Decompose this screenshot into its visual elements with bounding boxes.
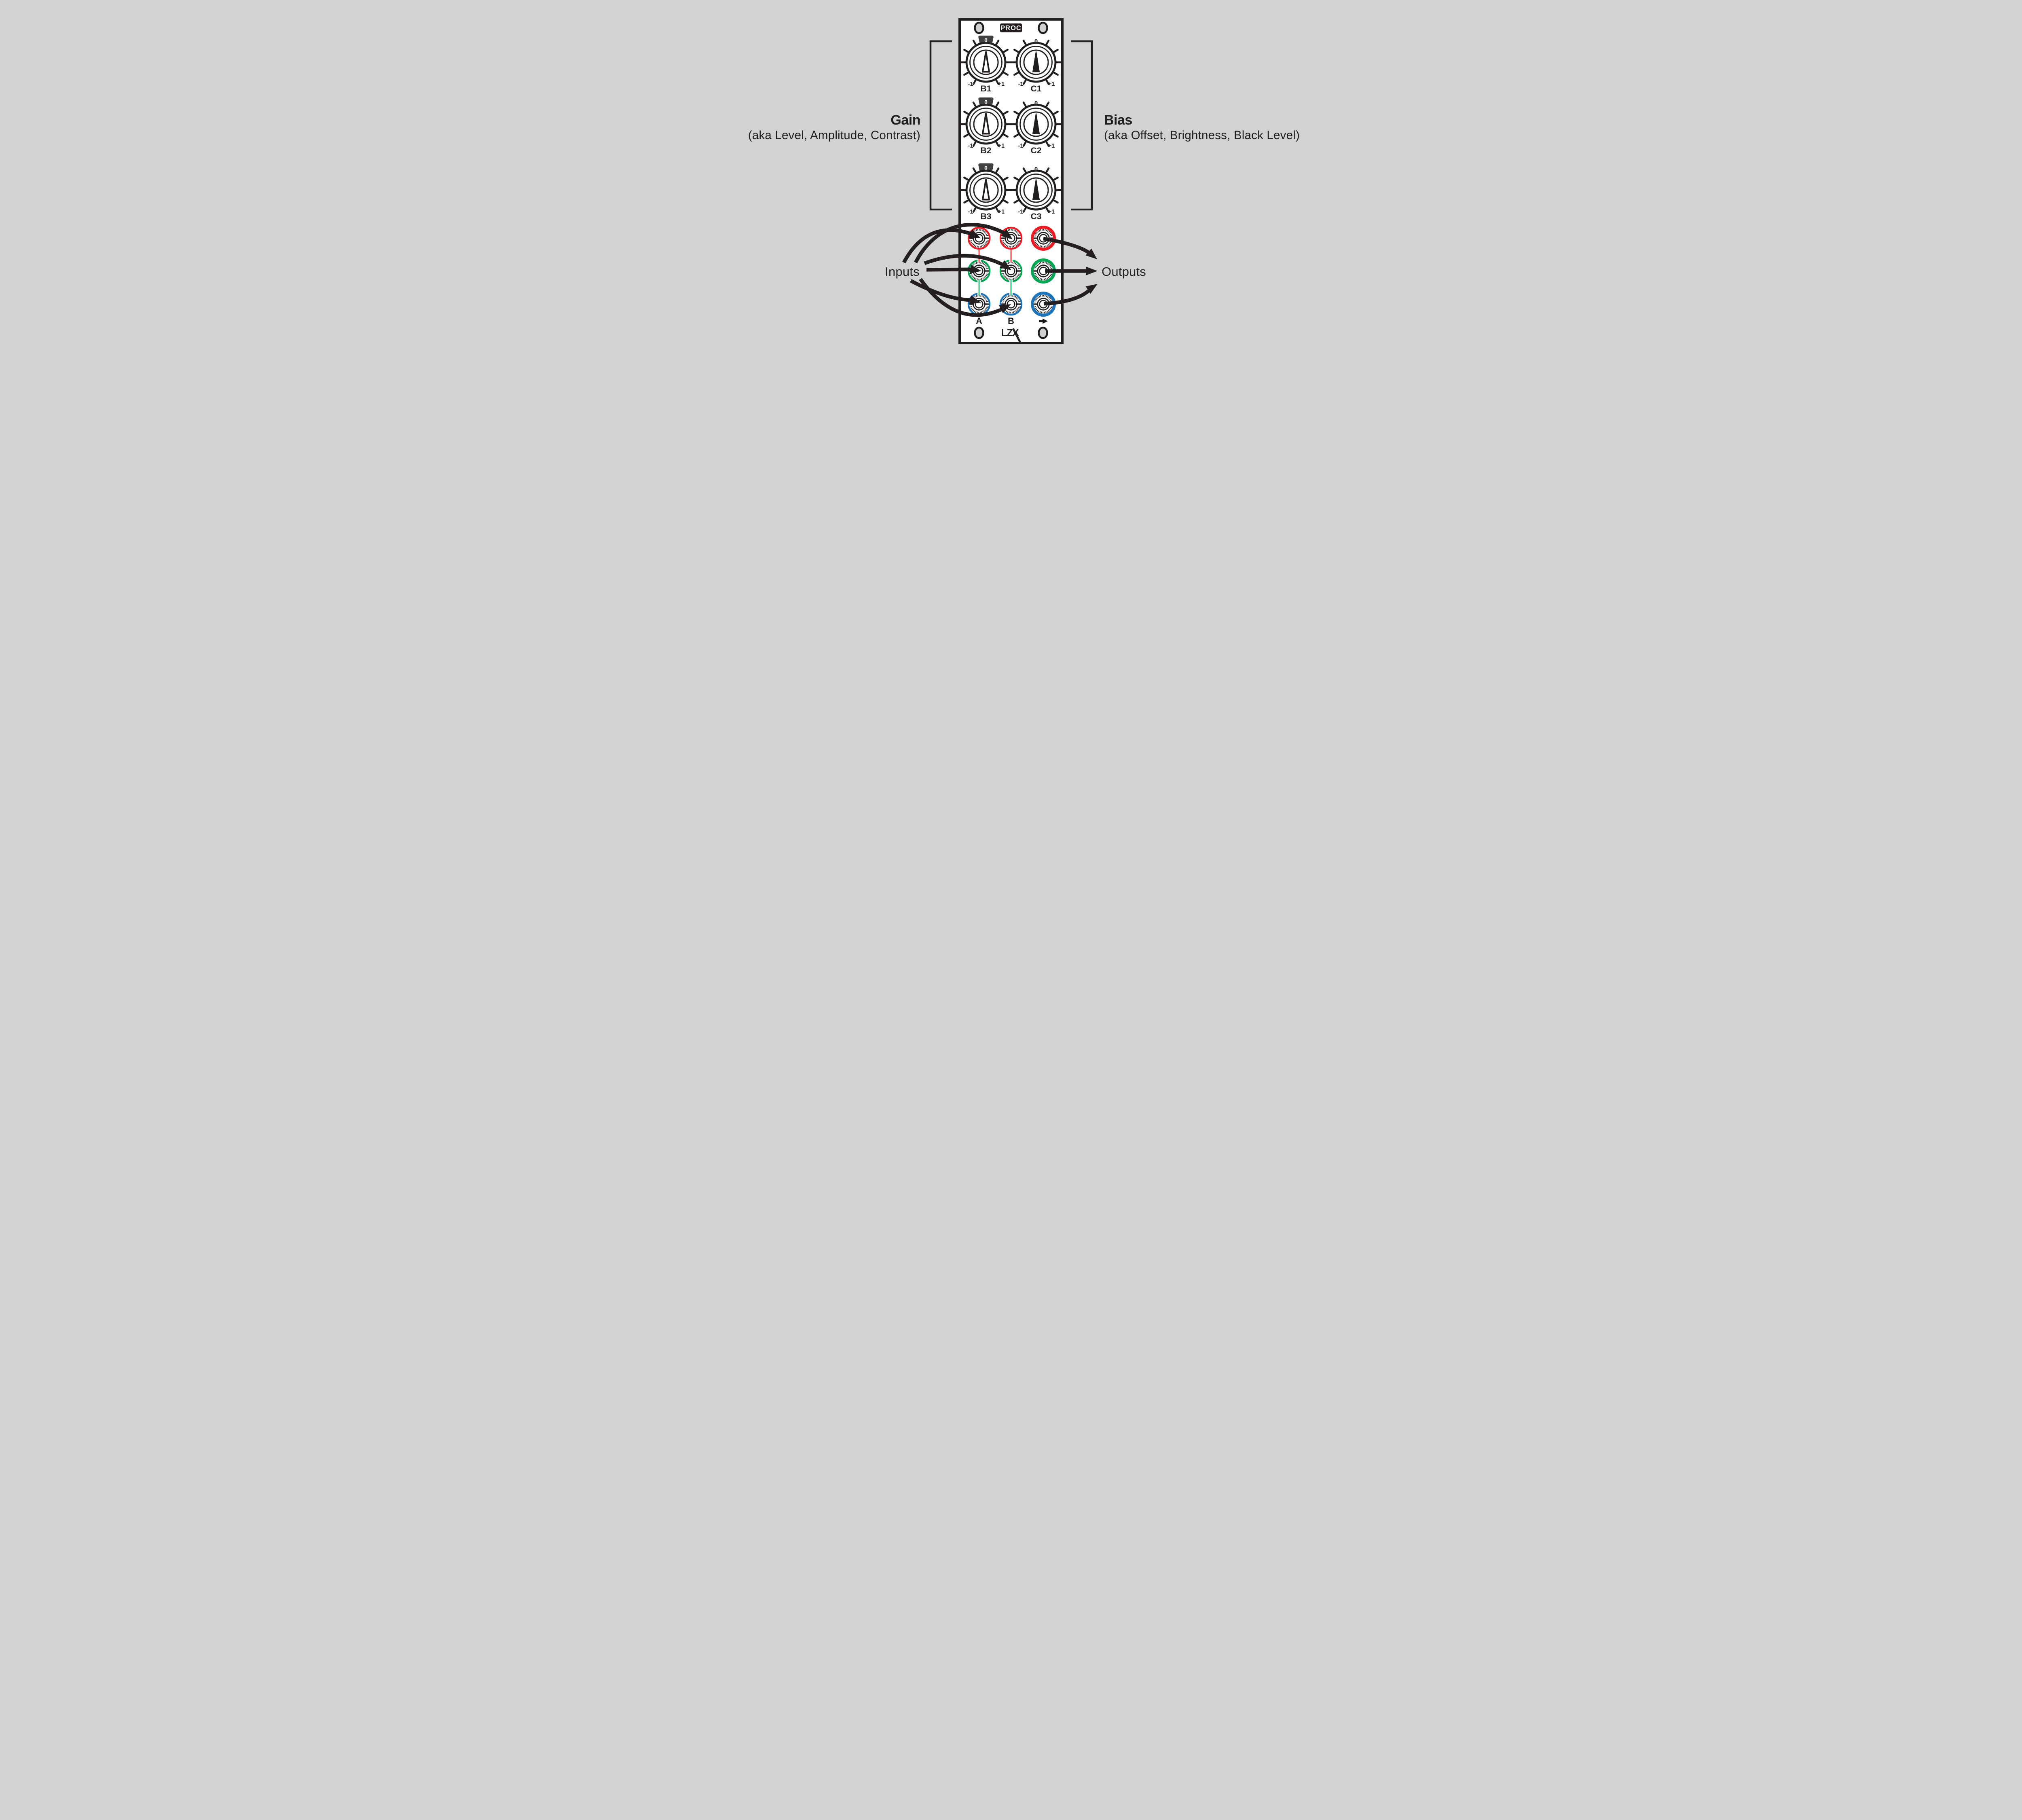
knob-min-label: -1 bbox=[1018, 81, 1024, 87]
knob-name: C3 bbox=[1031, 212, 1042, 221]
bias-title: Bias bbox=[1104, 112, 1132, 128]
diagram-canvas: Gain (aka Level, Amplitude, Contrast) Bi… bbox=[687, 0, 1335, 364]
knob-c3[interactable]: 0 -1 +1 C3 bbox=[1011, 166, 1061, 221]
input-arrow-a1 bbox=[902, 228, 981, 264]
knob-min-label: -1 bbox=[968, 81, 973, 87]
knob-max-label: +1 bbox=[1048, 81, 1055, 87]
knob-b3[interactable]: 0 -1 +1 B3 bbox=[961, 163, 1011, 221]
knob-name: C1 bbox=[1031, 84, 1042, 93]
gain-subtitle: (aka Level, Amplitude, Contrast) bbox=[748, 129, 920, 142]
knob-pointer bbox=[981, 179, 990, 201]
knob-zero-label: 0 bbox=[1034, 100, 1038, 107]
input-arrow-a2 bbox=[926, 265, 981, 274]
knob-zero-label: 0 bbox=[984, 99, 988, 105]
output-arrows bbox=[1043, 237, 1098, 306]
knob-max-label: +1 bbox=[1048, 209, 1055, 215]
knob-zero-label: 0 bbox=[984, 37, 988, 43]
knob-pointer bbox=[1032, 179, 1040, 200]
knob-max-label: +1 bbox=[998, 81, 1005, 87]
knob-b2[interactable]: 0 -1 +1 B2 bbox=[961, 97, 1011, 155]
jack-column-label-b: B bbox=[1008, 316, 1014, 326]
knob-max-label: +1 bbox=[1048, 143, 1055, 149]
input-arrow-a3 bbox=[909, 279, 981, 304]
knob-zero-label: 0 bbox=[984, 165, 988, 171]
module-title: PROC bbox=[1000, 25, 1022, 32]
output-arrow-red bbox=[1043, 237, 1097, 259]
knob-min-label: -1 bbox=[1018, 143, 1024, 149]
output-arrow-icon bbox=[1039, 318, 1048, 324]
input-arrows bbox=[902, 223, 1013, 317]
knob-pointer bbox=[1032, 51, 1040, 72]
knob-c2[interactable]: 0 -1 +1 C2 bbox=[1011, 100, 1061, 155]
output-arrow-green bbox=[1045, 267, 1098, 275]
output-jack-red[interactable] bbox=[1031, 226, 1056, 251]
screw-top-right bbox=[1038, 21, 1048, 34]
outputs-label: Outputs bbox=[1102, 265, 1146, 279]
input-arrow-b3 bbox=[919, 278, 1011, 317]
output-arrow-blue bbox=[1043, 284, 1098, 306]
output-jack-green[interactable] bbox=[1031, 258, 1056, 284]
knob-zero-label: 0 bbox=[1034, 166, 1038, 173]
knob-name: B1 bbox=[981, 84, 992, 93]
knob-zero-label: 0 bbox=[1034, 38, 1038, 45]
knob-min-label: -1 bbox=[968, 209, 973, 215]
jack-column-label-a: A bbox=[976, 316, 982, 326]
bias-subtitle: (aka Offset, Brightness, Black Level) bbox=[1104, 129, 1300, 142]
lzx-logo: LZX bbox=[1001, 327, 1021, 343]
knob-pointer bbox=[981, 51, 990, 73]
knob-name: C2 bbox=[1031, 146, 1042, 155]
gain-title: Gain bbox=[890, 112, 920, 128]
inputs-label: Inputs bbox=[885, 265, 920, 279]
knob-min-label: -1 bbox=[968, 143, 973, 149]
knob-b1[interactable]: 0 -1 +1 B1 bbox=[961, 36, 1011, 93]
knob-max-label: +1 bbox=[998, 209, 1005, 215]
knob-pointer bbox=[981, 113, 990, 135]
knob-max-label: +1 bbox=[998, 143, 1005, 149]
knob-c1[interactable]: 0 -1 +1 C1 bbox=[1011, 38, 1061, 93]
screw-bottom-left bbox=[974, 326, 984, 339]
module-title-badge: PROC bbox=[1000, 23, 1022, 32]
screw-bottom-right bbox=[1038, 326, 1048, 339]
bias-bracket bbox=[1071, 40, 1093, 211]
screw-top-left bbox=[974, 21, 984, 34]
gain-bracket bbox=[929, 40, 952, 211]
knob-pointer bbox=[1032, 113, 1040, 134]
input-arrow-b1 bbox=[914, 223, 1013, 264]
input-arrow-b2 bbox=[924, 254, 1011, 270]
knob-min-label: -1 bbox=[1018, 209, 1024, 215]
knob-name: B2 bbox=[981, 146, 992, 155]
knob-name: B3 bbox=[981, 212, 992, 221]
output-jack-blue[interactable] bbox=[1031, 292, 1056, 317]
